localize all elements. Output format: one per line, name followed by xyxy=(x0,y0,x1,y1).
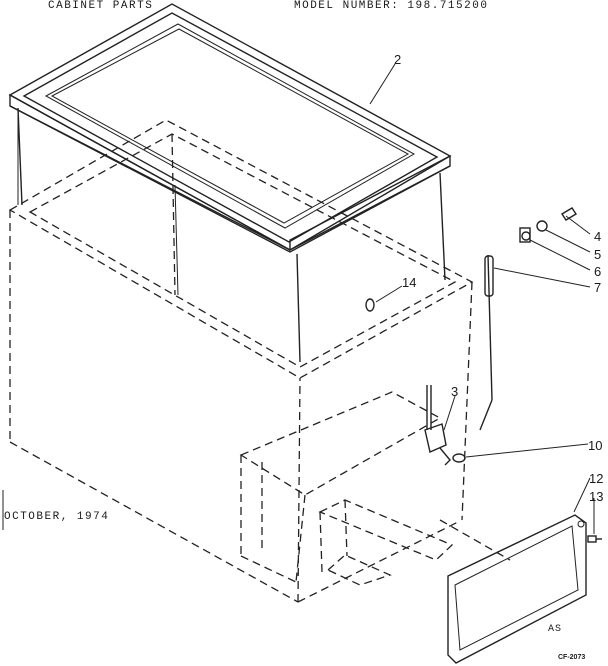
callout-4: 4 xyxy=(594,229,601,244)
page-title: CABINET PARTS xyxy=(48,0,154,12)
cabinet-outline xyxy=(8,119,474,603)
callout-5: 5 xyxy=(594,247,601,262)
thermostat xyxy=(424,385,451,466)
grille-leader xyxy=(439,519,511,561)
model-number: MODEL NUMBER: 198.715200 xyxy=(294,0,489,12)
mounting-screw xyxy=(452,453,466,463)
compressor-opening xyxy=(239,391,454,586)
callout-14: 14 xyxy=(402,275,416,290)
drain-tube xyxy=(479,254,494,431)
revision-date: OCTOBER, 1974 xyxy=(4,511,110,523)
callout-2: 2 xyxy=(394,52,401,67)
callout-7: 7 xyxy=(594,280,601,295)
grille-panel xyxy=(447,514,587,664)
callout-6: 6 xyxy=(594,264,601,279)
grille-screw xyxy=(587,535,602,543)
callout-12: 12 xyxy=(589,471,603,486)
lid-frame xyxy=(8,3,452,253)
plug-screw xyxy=(365,298,375,312)
callout-10: 10 xyxy=(588,438,602,453)
callout-3: 3 xyxy=(451,384,458,399)
callout-13: 13 xyxy=(589,489,603,504)
section-code: AS xyxy=(548,624,563,635)
callout-leaders xyxy=(369,63,595,534)
drawing-code: CF-2073 xyxy=(558,654,586,661)
hinge-hardware xyxy=(519,207,577,243)
cabinet-liner xyxy=(17,107,446,363)
